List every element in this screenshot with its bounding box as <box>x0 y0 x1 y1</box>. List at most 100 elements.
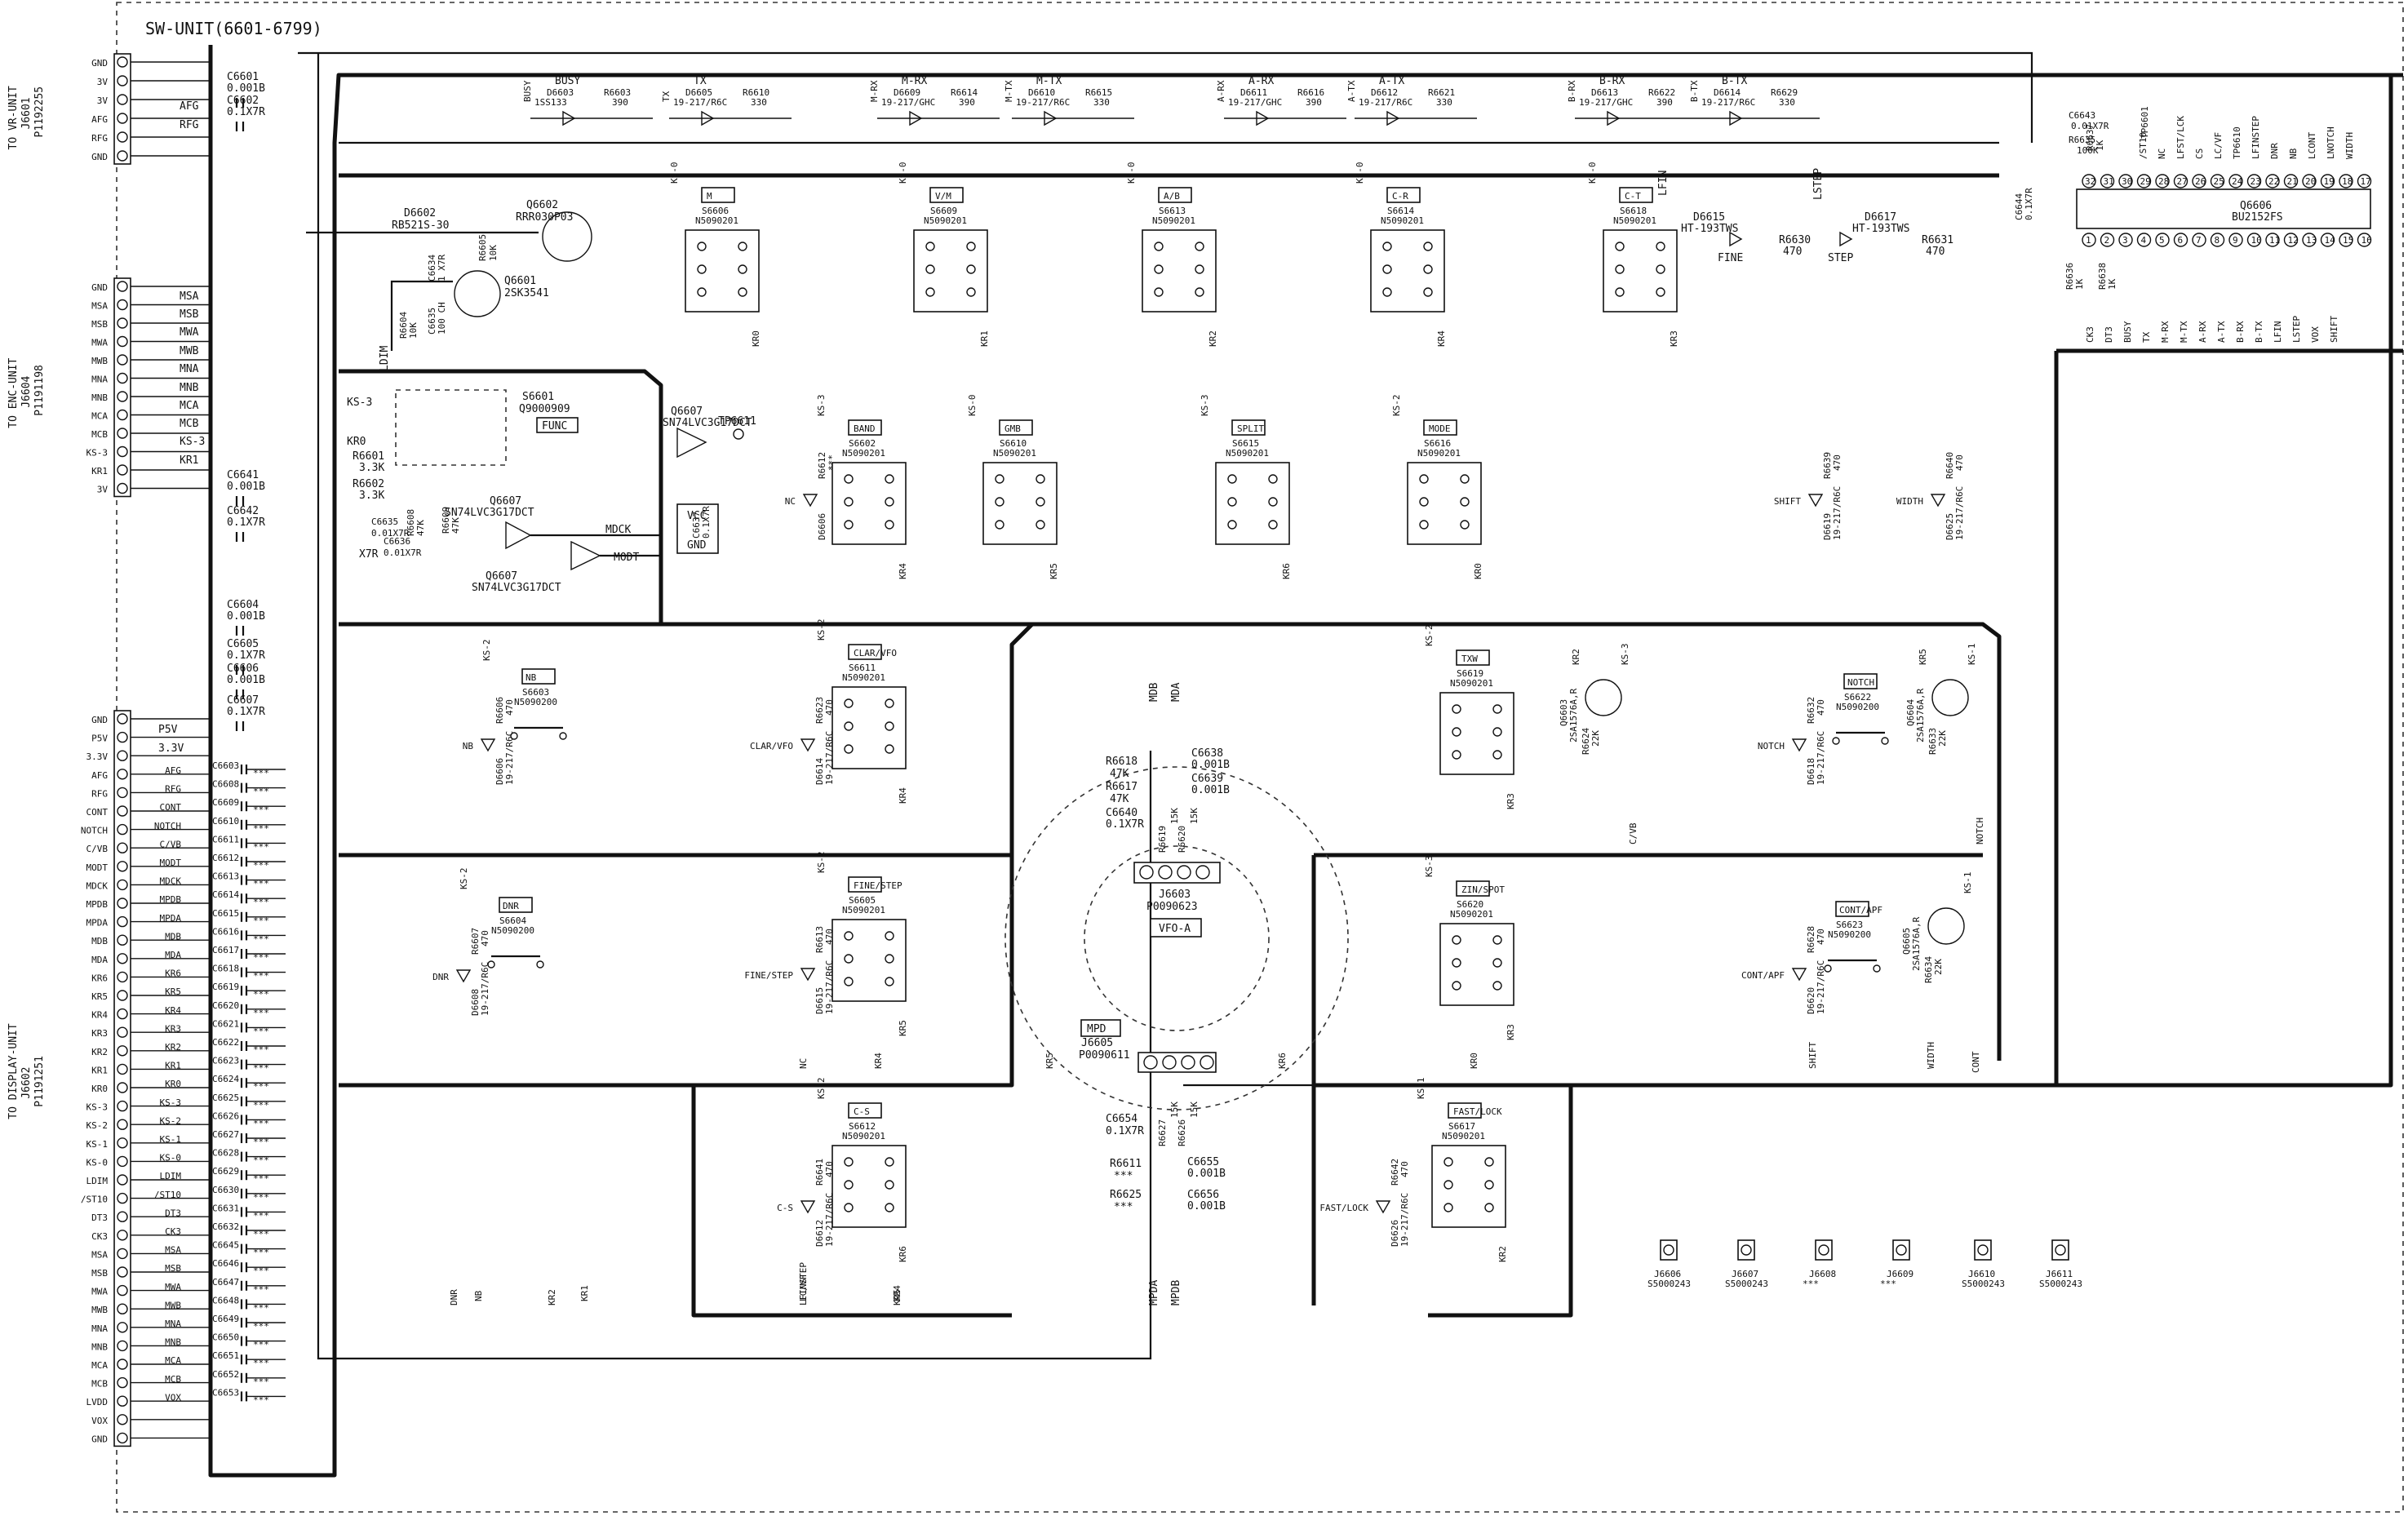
capbank-val-c6647: *** <box>253 1284 269 1295</box>
bottom-net-1: KR1 <box>579 1285 590 1301</box>
ic-bottom-pin-num-11: 12 <box>2288 235 2299 246</box>
switch-body-11 <box>831 919 907 1002</box>
switch-key-label-0: M <box>707 191 712 202</box>
connector-terminal <box>117 1248 128 1260</box>
switch-keycap-3 <box>1386 187 1421 203</box>
connector-terminal <box>117 482 128 494</box>
connector-terminal <box>117 1137 128 1149</box>
vfo-c-1: C6638 <box>1191 747 1223 760</box>
tp6601-label: TP6601 <box>2140 106 2150 139</box>
cap-val-c6604: 0.001B <box>227 610 265 623</box>
vfo-c-3: C6640 <box>1106 807 1137 819</box>
gnd-label: GND <box>687 539 707 552</box>
connector-pin-J6602-4: RFG <box>91 788 108 799</box>
vfo-r-1: R6618 <box>1106 756 1137 768</box>
jumper-part-3: *** <box>1880 1279 1896 1289</box>
switch-ks-13: KS-2 <box>816 1078 827 1100</box>
capbank-val-c6603: *** <box>253 768 269 778</box>
switch-pin <box>1492 981 1502 991</box>
side-led-ref-6: D6618 <box>1806 758 1816 785</box>
switch-ks-1: KS-0 <box>898 162 908 184</box>
connector-body-J6602 <box>113 710 131 1447</box>
q6607a-part: SN74LVC3G17DCT <box>445 507 534 519</box>
capbank-net-12: KR5 <box>165 986 181 997</box>
ic-top-pin-num-14: 18 <box>2342 176 2353 187</box>
switch-key-label-4: C-T <box>1625 191 1641 202</box>
ic-bottom-pin <box>2192 233 2206 247</box>
capbank-net-8: MPDA <box>160 913 182 924</box>
top-led-net-2: M-RX <box>869 80 880 102</box>
switch-key-label-12: ZIN/SPOT <box>1461 884 1505 895</box>
ic-bottom-pin-num-4: 5 <box>2159 235 2165 246</box>
switch-pin <box>844 721 854 731</box>
side-led-name-3: FINE/STEP <box>744 970 793 981</box>
switch-pin <box>885 721 894 731</box>
capbank-val-c6617: *** <box>253 952 269 963</box>
switch-pin <box>1268 474 1278 484</box>
switch-part-1: N5090201 <box>924 215 967 226</box>
jumper-body-1 <box>1737 1239 1755 1261</box>
ic-top-pin <box>2283 174 2299 188</box>
connector-terminal <box>117 409 128 421</box>
side-led-part-1: 19-217/R6C <box>824 731 835 785</box>
connector-pin-J6602-34: MNB <box>91 1341 108 1352</box>
connector-pin-J6601-5: GND <box>91 152 108 162</box>
connector-terminal <box>117 1026 128 1038</box>
r6631-val: 470 <box>1926 246 1945 258</box>
jumper-pin <box>1896 1244 1907 1256</box>
switch-part-11: N5090201 <box>842 905 885 915</box>
switch-pin <box>1460 497 1470 507</box>
switch-key-label-9: CLAR/VFO <box>854 648 897 658</box>
switch-pin <box>1460 520 1470 530</box>
ic-bottom-pin <box>2246 233 2262 247</box>
connector-pin-J6602-18: KR2 <box>91 1047 108 1057</box>
connector-terminal <box>117 934 128 946</box>
push-switch-ref-1: S6604 <box>499 915 526 926</box>
switch-pin <box>1268 520 1278 530</box>
connector-pin-J6602-39: GND <box>91 1434 108 1444</box>
switch-pin <box>844 954 854 964</box>
transistor-ref-0: Q6603 <box>1559 699 1569 726</box>
q6601-symbol <box>454 270 501 317</box>
capbank-val-c6652: *** <box>253 1376 269 1387</box>
connector-terminal <box>117 354 128 366</box>
switch-part-6: N5090201 <box>993 448 1036 459</box>
cap-ref-c6606: C6606 <box>227 663 259 675</box>
capbank-ref-c6615: C6615 <box>212 908 239 919</box>
connector-pin-J6602-7: C/VB <box>86 844 109 854</box>
capbank-net-14: KR3 <box>165 1023 181 1034</box>
ic-bottom-pin-num-5: 6 <box>2178 235 2184 246</box>
capbank-val-c6621: *** <box>253 1026 269 1036</box>
capbank-net-23: /ST10 <box>154 1190 181 1200</box>
capbank-val-c6625: *** <box>253 1100 269 1110</box>
connector-terminal <box>117 769 128 780</box>
side-led-name-9: WIDTH <box>1896 496 1923 507</box>
jumper-ref-5: J6611 <box>2046 1269 2073 1279</box>
r6638-ref: R6638 <box>2097 263 2108 290</box>
switch-pin <box>885 474 894 484</box>
jumper-body-5 <box>2051 1239 2069 1261</box>
side-led-res-4: R6641 <box>814 1159 825 1186</box>
r6602-val: 3.3K <box>359 490 384 502</box>
switch-body-5 <box>831 462 907 545</box>
top-led-name-7: B-TX <box>1722 75 1747 87</box>
d6617-part: HT-193TWS <box>1852 223 1909 235</box>
switch-pin <box>1154 242 1164 251</box>
ic-bottom-pin <box>2173 233 2188 247</box>
ic-bottom-pin-label-3: TX <box>2141 331 2152 343</box>
transistor-res-2: R6634 <box>1923 956 1934 983</box>
r6630-ref: R6630 <box>1779 234 1811 246</box>
ic-top-pin-label-8: NB <box>2288 148 2299 159</box>
c6637-ref: C6637 <box>691 512 702 539</box>
connector-pin-J6602-3: AFG <box>91 770 108 781</box>
connector-pin-J6602-5: CONT <box>86 807 109 818</box>
capbank-net-4: C/VB <box>160 839 182 849</box>
switch-pin <box>1227 520 1237 530</box>
capbank-val-c6630: *** <box>253 1192 269 1203</box>
ic-top-pin-num-11: 21 <box>2287 176 2298 187</box>
q6601-ref: Q6601 <box>504 275 536 287</box>
kr0-label: KR0 <box>347 436 366 448</box>
bottom-net-6: LFINSTEP <box>798 1262 809 1305</box>
capbank-ref-c6626: C6626 <box>212 1110 239 1121</box>
schmitt-buffer-1 <box>505 521 532 550</box>
